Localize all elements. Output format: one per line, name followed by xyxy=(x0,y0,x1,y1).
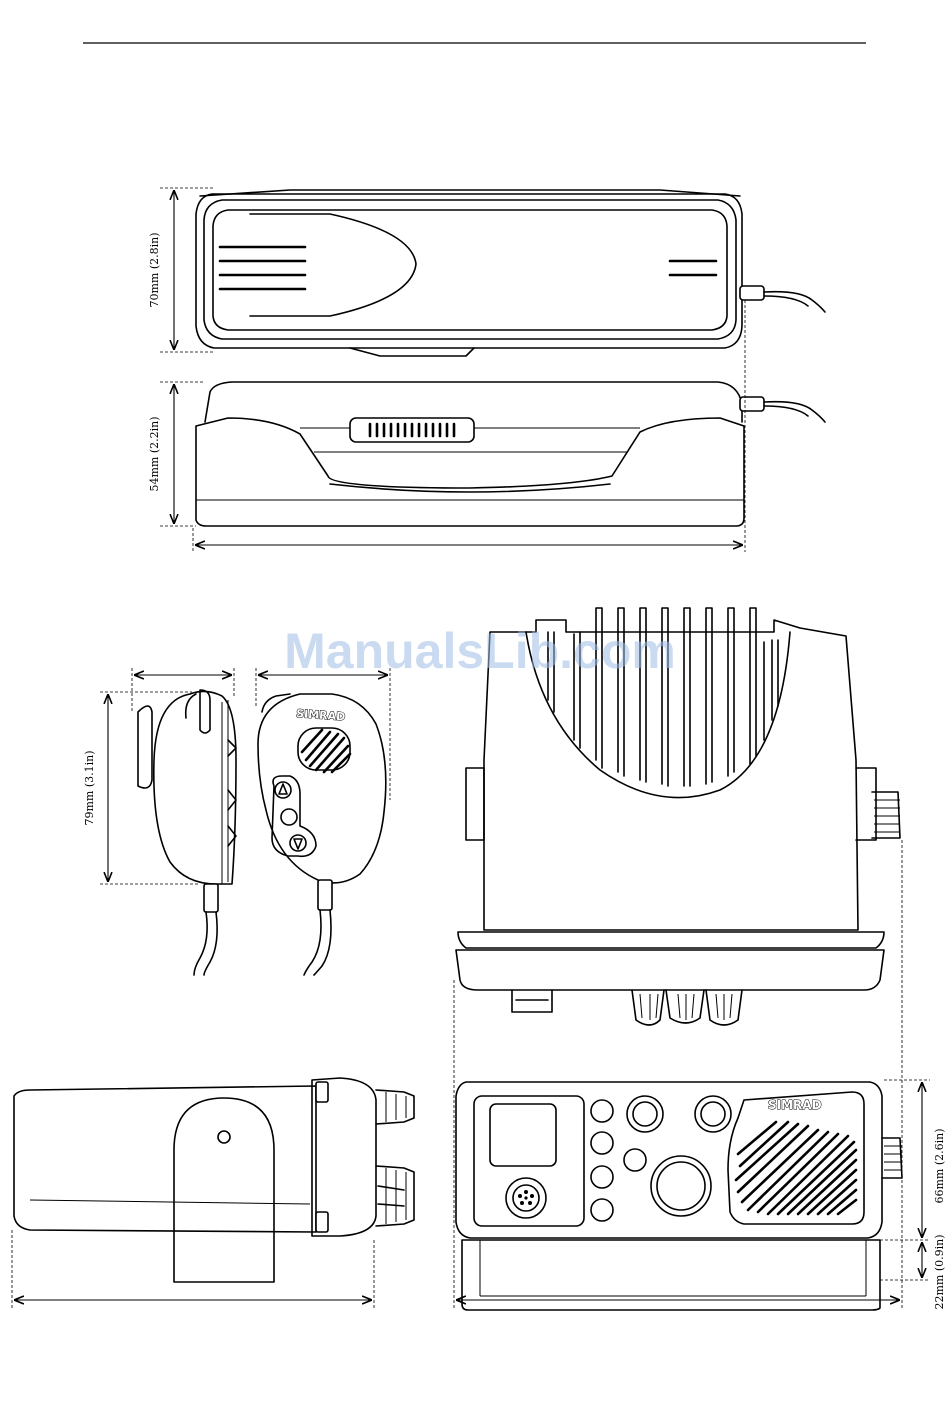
cradle-top-height-label: 70mm (2.8in) xyxy=(148,232,161,307)
radio-display xyxy=(490,1104,556,1166)
watermark-text: ManualsLib.com xyxy=(284,623,676,679)
radio-speaker-grille xyxy=(736,1122,856,1214)
radio-key-2[interactable] xyxy=(591,1132,613,1154)
radio-channel-knob[interactable] xyxy=(651,1156,711,1216)
handset-side-view xyxy=(138,690,236,975)
cradle-side-height-label: 54mm (2.2in) xyxy=(148,416,161,491)
radio-key-1[interactable] xyxy=(591,1100,613,1122)
handset-middle-button[interactable] xyxy=(281,809,297,825)
cradle-top-view xyxy=(196,190,825,356)
radio-side-view xyxy=(14,1078,414,1282)
handset-front-view: SIMRAD xyxy=(258,694,386,975)
radio-front-view: SIMRAD xyxy=(456,1082,902,1310)
radio-key-5[interactable] xyxy=(624,1149,646,1171)
radio-brand-label: SIMRAD xyxy=(768,1098,822,1112)
radio-key-4[interactable] xyxy=(591,1199,613,1221)
bracket-height-label: 22mm (0.9in) xyxy=(933,1234,946,1309)
handset-height-label: 79mm (3.1in) xyxy=(83,750,96,825)
radio-side-width-dimension xyxy=(12,1230,374,1308)
radio-key-3[interactable] xyxy=(591,1166,613,1188)
handset-brand-label: SIMRAD xyxy=(296,707,346,723)
cradle-side-view xyxy=(196,382,825,526)
radio-front-height-label: 66mm (2.6in) xyxy=(933,1128,946,1203)
